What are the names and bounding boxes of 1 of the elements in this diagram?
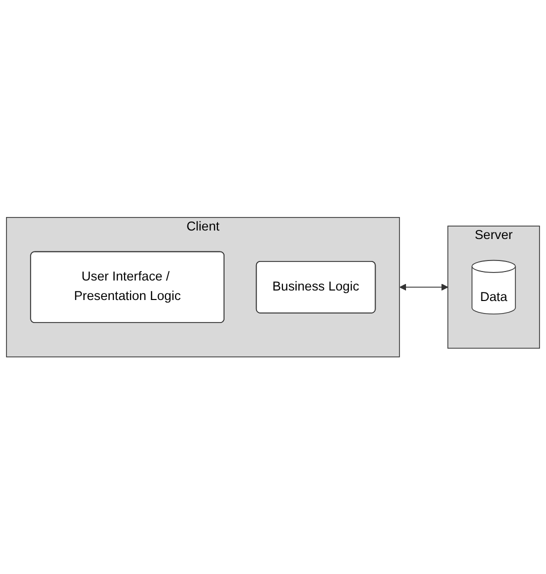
arrow <box>399 283 448 291</box>
